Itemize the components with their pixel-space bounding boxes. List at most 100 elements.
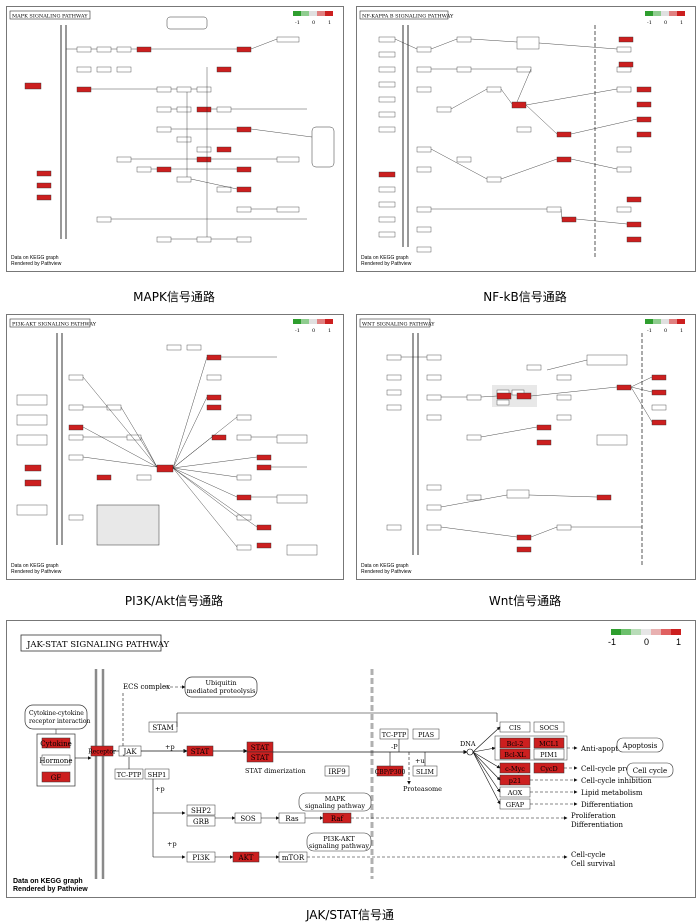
jakstat-diagram: JAK-STAT SIGNALING PATHWAY -1 0 1 Cytoki… xyxy=(13,629,681,893)
mapk-footer-1: Data on KEGG graph xyxy=(11,255,59,261)
svg-text:SHP1: SHP1 xyxy=(148,771,167,779)
nfkb-footer-1: Data on KEGG graph xyxy=(361,255,409,261)
pi3k-caption: PI3K/Akt信号通路 xyxy=(124,594,224,608)
legend-max: 1 xyxy=(676,637,681,647)
svg-text:Cytokine: Cytokine xyxy=(40,740,71,748)
stat-dimer-b xyxy=(246,751,274,763)
nfkb-caption: NF-kB信号通路 xyxy=(483,290,567,304)
pim1-node: PIM1 xyxy=(540,751,558,759)
svg-text:JAK: JAK xyxy=(122,748,137,756)
bclxl-node: Bcl-XL xyxy=(504,751,526,759)
gf-node xyxy=(41,771,71,783)
mapk-title: MAPK SIGNALING PATHWAY xyxy=(12,14,88,20)
dna-marker xyxy=(466,748,474,756)
irf9-node xyxy=(324,765,350,777)
dna-label: DNA xyxy=(460,740,476,748)
svg-text:CBP/P300: CBP/P300 xyxy=(375,769,406,776)
pi3k-footer-2: Rendered by Pathview xyxy=(11,569,62,575)
svg-text:IRF9: IRF9 xyxy=(328,768,345,776)
svg-text:Cell cycle: Cell cycle xyxy=(633,767,667,775)
svg-text:GF: GF xyxy=(51,774,62,782)
cytokine-node xyxy=(41,737,71,749)
cis-node: CIS xyxy=(509,724,521,732)
jakstat-footer-1: Data on KEGG graph xyxy=(13,878,83,885)
shp2-node xyxy=(186,804,216,816)
tcptp-nuclear-node xyxy=(379,728,409,740)
cell-cycle-box xyxy=(626,762,674,778)
svg-text:Apoptosis: Apoptosis xyxy=(622,742,658,750)
proliferation-label: Proliferation xyxy=(571,812,616,820)
svg-text:+u: +u xyxy=(415,757,425,765)
svg-text:0: 0 xyxy=(664,328,667,334)
svg-text:1: 1 xyxy=(328,328,331,334)
color-legend: -1 0 1 xyxy=(608,629,681,647)
svg-text:STAM: STAM xyxy=(152,724,173,732)
svg-text:0: 0 xyxy=(312,20,315,26)
svg-text:TC-PTP: TC-PTP xyxy=(117,771,142,779)
svg-text:PIAS: PIAS xyxy=(418,731,434,739)
svg-text:-1: -1 xyxy=(295,328,300,334)
svg-text:STAT: STAT xyxy=(191,748,210,756)
ecs-label: ECS complex xyxy=(123,683,170,691)
wnt-footer-1: Data on KEGG graph xyxy=(361,563,409,569)
svg-text:STAT: STAT xyxy=(251,754,270,762)
cell-cycle-inhibition-label: Cell-cycle inhibition xyxy=(581,777,652,785)
svg-text:SOS: SOS xyxy=(240,815,256,823)
svg-text:1: 1 xyxy=(328,20,331,26)
apoptosis-box xyxy=(616,737,664,753)
svg-text:STAT: STAT xyxy=(251,744,270,752)
svg-text:-1: -1 xyxy=(647,20,652,26)
cmyc-node: c-Myc xyxy=(505,765,525,773)
stat-dimerization-label: STAT dimerization xyxy=(245,767,306,775)
mapk-pathway-box xyxy=(298,792,372,812)
shp1-node xyxy=(144,768,170,780)
hormone-node xyxy=(41,754,71,766)
pias-node xyxy=(412,728,440,740)
cell-cycle-label: Cell-cycle xyxy=(571,851,606,859)
svg-text:0: 0 xyxy=(664,20,667,26)
svg-text:+p: +p xyxy=(165,743,175,751)
svg-text:Raf: Raf xyxy=(331,815,345,823)
jakstat-caption: JAK/STAT信号通 xyxy=(305,908,395,922)
cytokine-interaction-box xyxy=(24,704,88,730)
jakstat-panel: JAK-STAT SIGNALING PATHWAY -1 0 1 Cytoki… xyxy=(6,620,696,898)
svg-text:PI3K: PI3K xyxy=(192,854,210,862)
svg-text:1: 1 xyxy=(680,20,683,26)
mapk-panel: MAPK SIGNALING PATHWAY -1 0 1 xyxy=(6,6,344,272)
svg-text:GRB: GRB xyxy=(193,818,209,826)
p21-node: p21 xyxy=(509,777,521,785)
nfkb-legend: -1 0 1 xyxy=(645,11,685,26)
socs-node: SOCS xyxy=(539,724,558,732)
nfkb-title: NF-KAPPA B SIGNALING PATHWAY xyxy=(362,14,454,20)
pi3k-footer-1: Data on KEGG graph xyxy=(11,563,59,569)
svg-text:Ras: Ras xyxy=(285,815,299,823)
svg-text:Hormone: Hormone xyxy=(39,757,72,765)
svg-text:SHP2: SHP2 xyxy=(191,807,211,815)
svg-text:-1: -1 xyxy=(647,328,652,334)
mapk-footer-2: Rendered by Pathview xyxy=(11,261,62,267)
svg-text:AKT: AKT xyxy=(238,854,254,862)
lipid-label: Lipid metabolism xyxy=(581,789,643,797)
svg-text:1: 1 xyxy=(680,328,683,334)
anti-apoptosis-label: Anti-apoptosis xyxy=(580,745,632,753)
bcl2-node: Bcl-2 xyxy=(507,740,524,748)
jakstat-footer-2: Rendered by Pathview xyxy=(13,886,88,893)
svg-text:+p: +p xyxy=(167,840,177,848)
svg-text:-1: -1 xyxy=(295,20,300,26)
proteasome-label: Proteasome xyxy=(403,785,442,793)
title-box xyxy=(20,634,162,652)
legend-mid: 0 xyxy=(644,637,649,647)
nfkb-footer-2: Rendered by Pathview xyxy=(361,261,412,267)
wnt-caption: Wnt信号通路 xyxy=(488,594,562,608)
grb-node xyxy=(186,815,216,827)
nfkb-diagram: NF-KAPPA B SIGNALING PATHWAY -1 0 1 xyxy=(359,10,685,267)
mapk-legend: -1 0 1 xyxy=(293,11,333,26)
